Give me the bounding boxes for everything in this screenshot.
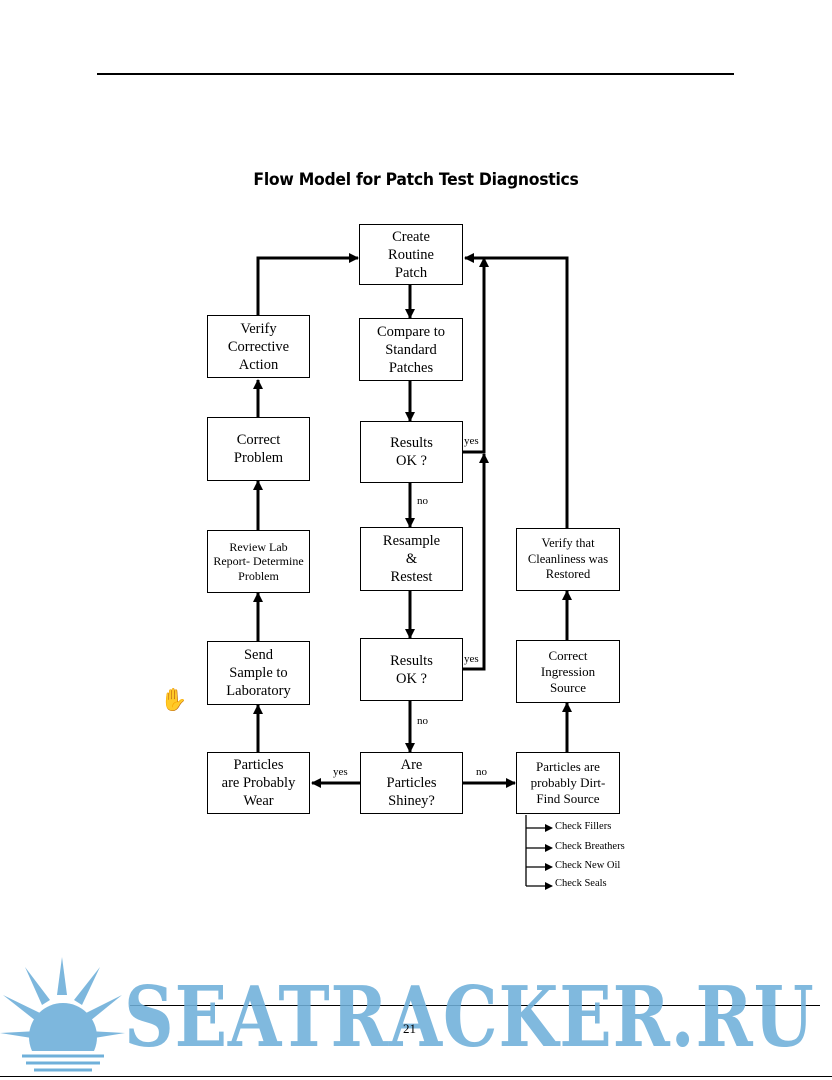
node-resample-retest: Resample & Restest [360,527,463,591]
page-number: 21 [403,1021,416,1036]
node-compare-standard-patches: Compare to Standard Patches [359,318,463,381]
node-correct-ingression-source: Correct Ingression Source [516,640,620,703]
bottom-rule [130,1005,820,1006]
watermark-text: SEATRACKER.RU [124,968,815,1066]
label-results2-no: no [417,715,428,727]
check-breathers: Check Breathers [555,841,625,852]
node-results-ok-1: Results OK ? [360,421,463,483]
top-rule [97,73,734,75]
arrow-verify-clean-to-create [464,253,569,528]
page-bottom-rule [0,1076,832,1077]
arrow-verify-to-create [256,253,359,315]
arrow-results1-yes [463,257,489,454]
node-review-lab-report: Review Lab Report- Determine Problem [207,530,310,593]
diagram-title: Flow Model for Patch Test Diagnostics [253,170,579,190]
label-results1-no: no [417,495,428,507]
label-shiny-no: no [476,766,487,778]
label-shiny-yes: yes [333,766,348,778]
node-results-ok-2: Results OK ? [360,638,463,701]
label-results2-yes: yes [464,653,479,665]
node-create-routine-patch: Create Routine Patch [359,224,463,285]
node-are-particles-shiney: Are Particles Shiney? [360,752,463,814]
node-correct-problem: Correct Problem [207,417,310,481]
node-send-sample-laboratory: Send Sample to Laboratory [207,641,310,705]
node-verify-cleanliness-restored: Verify that Cleanliness was Restored [516,528,620,591]
node-particles-probably-wear: Particles are Probably Wear [207,752,310,814]
node-particles-probably-dirt: Particles are probably Dirt- Find Source [516,752,620,814]
check-seals: Check Seals [555,878,607,889]
hand-cursor-icon: ✋ [160,688,188,713]
check-new-oil: Check New Oil [555,860,621,871]
sun-logo-icon [0,957,130,1080]
arrow-results2-yes [463,453,489,671]
check-fillers: Check Fillers [555,821,612,832]
label-results1-yes: yes [464,435,479,447]
node-verify-corrective-action: Verify Corrective Action [207,315,310,378]
